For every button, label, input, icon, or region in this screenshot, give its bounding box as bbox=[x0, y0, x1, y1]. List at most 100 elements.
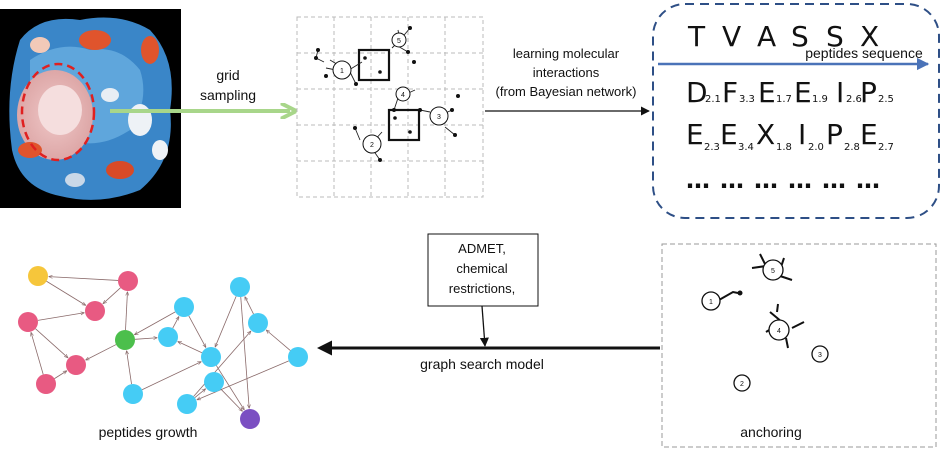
svg-text:T: T bbox=[687, 20, 706, 53]
graph-node-p2 bbox=[85, 301, 105, 321]
graph-edge bbox=[178, 342, 203, 354]
sequence-row-2: D 2.1 F 3.3 E 1.7 E 1.9 I 2.6 P 2.5 bbox=[686, 76, 894, 109]
graph-node-c8 bbox=[177, 394, 197, 414]
svg-text:…: … bbox=[856, 166, 880, 194]
anchor-3-circle bbox=[811, 345, 829, 363]
svg-text:2.6: 2.6 bbox=[846, 94, 862, 105]
svg-text:E: E bbox=[758, 76, 776, 109]
graph-edge bbox=[197, 360, 289, 400]
grid-sampling-label-2: sampling bbox=[200, 87, 256, 103]
grid-anchor-5-circle bbox=[391, 32, 407, 48]
graph-node-g1 bbox=[115, 330, 135, 350]
graph-node-p1 bbox=[118, 271, 138, 291]
learning-label-1: learning molecular bbox=[513, 46, 620, 61]
grid-anchor-1-label: 1 bbox=[340, 68, 344, 75]
svg-text:E: E bbox=[860, 118, 878, 151]
svg-text:…: … bbox=[788, 166, 812, 194]
grid-anchor-4-circle bbox=[395, 86, 411, 102]
anchoring-label: anchoring bbox=[740, 424, 802, 440]
svg-text:3.3: 3.3 bbox=[739, 94, 755, 105]
svg-text:…: … bbox=[686, 166, 710, 194]
graph-node-p5 bbox=[36, 374, 56, 394]
graph-node-y1 bbox=[28, 266, 48, 286]
graph-node-c6 bbox=[288, 347, 308, 367]
graph-edge bbox=[134, 338, 157, 340]
anchor-4-label: 4 bbox=[777, 328, 781, 335]
graph-node-c4 bbox=[123, 384, 143, 404]
svg-text:P: P bbox=[826, 118, 843, 151]
graph-node-c2 bbox=[174, 297, 194, 317]
svg-text:…: … bbox=[720, 166, 744, 194]
anchor-5-label: 5 bbox=[771, 268, 775, 275]
graph-edge bbox=[54, 371, 66, 379]
sequence-row-1: T V A S S X bbox=[687, 20, 879, 53]
constraints-line-1: ADMET, bbox=[458, 241, 506, 256]
svg-text:E: E bbox=[720, 118, 738, 151]
svg-text:E: E bbox=[686, 118, 704, 151]
constraints-line-2: chemical bbox=[456, 261, 507, 276]
graph-edge bbox=[220, 388, 242, 411]
svg-text:2.7: 2.7 bbox=[878, 142, 894, 153]
graph-edge bbox=[188, 315, 206, 348]
svg-text:P: P bbox=[860, 76, 877, 109]
graph-edge bbox=[215, 296, 237, 347]
learning-label-3: (from Bayesian network) bbox=[496, 84, 637, 99]
svg-text:3.4: 3.4 bbox=[738, 142, 754, 153]
svg-text:…: … bbox=[754, 166, 778, 194]
grid-anchor-3-label: 3 bbox=[437, 114, 441, 121]
constraints-arrow bbox=[479, 305, 489, 347]
svg-text:F: F bbox=[722, 76, 738, 109]
svg-text:D: D bbox=[686, 76, 708, 109]
graph-edge bbox=[31, 333, 44, 375]
constraints-line-3: restrictions, bbox=[449, 281, 515, 296]
graph-node-c7 bbox=[248, 313, 268, 333]
anchor-3-label: 3 bbox=[818, 352, 822, 359]
graph-edge bbox=[135, 311, 176, 335]
svg-text:I: I bbox=[836, 76, 844, 109]
peptide-graph-edges bbox=[31, 277, 291, 412]
graph-node-c1 bbox=[158, 327, 178, 347]
anchor-1-circle bbox=[701, 291, 721, 311]
svg-text:A: A bbox=[757, 20, 776, 53]
graph-edge bbox=[37, 313, 84, 321]
graph-edge bbox=[103, 287, 121, 304]
graph-edge bbox=[215, 365, 244, 409]
svg-text:S: S bbox=[826, 20, 844, 53]
svg-text:V: V bbox=[722, 20, 741, 53]
sequence-row-ellipsis: … … … … … … bbox=[686, 166, 880, 194]
peptides-sequence-label: peptides sequence bbox=[805, 45, 923, 61]
svg-text:E: E bbox=[794, 76, 812, 109]
constraints-box bbox=[427, 233, 539, 307]
graph-search-label: graph search model bbox=[420, 356, 544, 372]
svg-text:X: X bbox=[860, 20, 879, 53]
svg-text:2.5: 2.5 bbox=[878, 94, 894, 105]
anchor-2-circle bbox=[733, 374, 751, 392]
graph-node-v1 bbox=[240, 409, 260, 429]
svg-text:1.8: 1.8 bbox=[776, 142, 792, 153]
graph-edge bbox=[127, 351, 132, 385]
anchor-2-label: 2 bbox=[740, 381, 744, 388]
svg-text:X: X bbox=[756, 118, 775, 151]
graph-edge bbox=[193, 331, 251, 397]
svg-text:1.7: 1.7 bbox=[776, 94, 792, 105]
learning-label-2: interactions bbox=[533, 65, 600, 80]
anchor-4-circle bbox=[768, 319, 790, 341]
graph-node-p4 bbox=[66, 355, 86, 375]
graph-edge bbox=[49, 277, 119, 281]
graph-edge bbox=[86, 344, 117, 360]
graph-edge bbox=[245, 297, 254, 315]
peptides-growth-label: peptides growth bbox=[99, 424, 198, 440]
sequence-row-3: E 2.3 E 3.4 X 1.8 I 2.0 P 2.8 E 2.7 bbox=[686, 118, 894, 153]
graph-edge bbox=[35, 328, 67, 358]
graph-edge bbox=[141, 362, 201, 391]
graph-node-c5 bbox=[230, 277, 250, 297]
protein-surface-image bbox=[0, 9, 181, 208]
grid-anchor-2-circle bbox=[362, 134, 382, 154]
graph-edge bbox=[172, 317, 179, 329]
svg-text:2.3: 2.3 bbox=[704, 142, 720, 153]
graph-node-p3 bbox=[18, 312, 38, 332]
svg-text:S: S bbox=[791, 20, 809, 53]
peptide-sequence-box bbox=[652, 3, 940, 219]
grid-sampling-label-1: grid bbox=[216, 67, 239, 83]
